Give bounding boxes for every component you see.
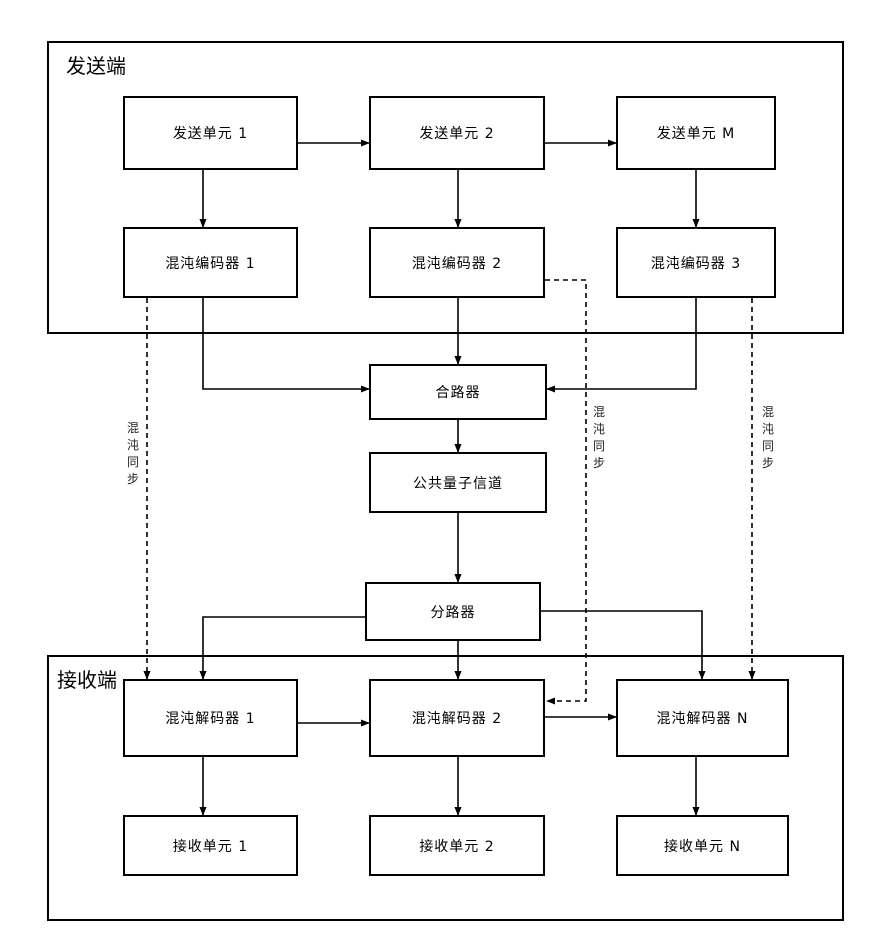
sender-region-title: 发送端 [66, 50, 126, 79]
combiner: 合路器 [369, 364, 547, 420]
receiver-unit-1: 接收单元 1 [123, 815, 298, 876]
chaos-decoder-1: 混沌解码器 1 [123, 679, 298, 757]
receiver-unit-n: 接收单元 N [616, 815, 789, 876]
chaos-encoder-3: 混沌编码器 3 [616, 227, 776, 298]
sync-line-2 [545, 280, 586, 701]
sender-unit-2: 发送单元 2 [369, 96, 545, 170]
chaos-decoder-2: 混沌解码器 2 [369, 679, 545, 757]
splitter: 分路器 [365, 582, 541, 641]
sync-label-3: 混沌同步 [760, 404, 776, 472]
chaos-encoder-1: 混沌编码器 1 [123, 227, 298, 298]
public-quantum-channel: 公共量子信道 [369, 452, 547, 513]
chaos-encoder-2: 混沌编码器 2 [369, 227, 545, 298]
sync-label-1: 混沌同步 [125, 420, 141, 488]
chaos-decoder-n: 混沌解码器 N [616, 679, 789, 757]
sync-label-2: 混沌同步 [591, 404, 607, 472]
receiver-unit-2: 接收单元 2 [369, 815, 545, 876]
sender-unit-1: 发送单元 1 [123, 96, 298, 170]
sender-unit-m: 发送单元 M [616, 96, 776, 170]
receiver-region-title: 接收端 [57, 664, 117, 693]
